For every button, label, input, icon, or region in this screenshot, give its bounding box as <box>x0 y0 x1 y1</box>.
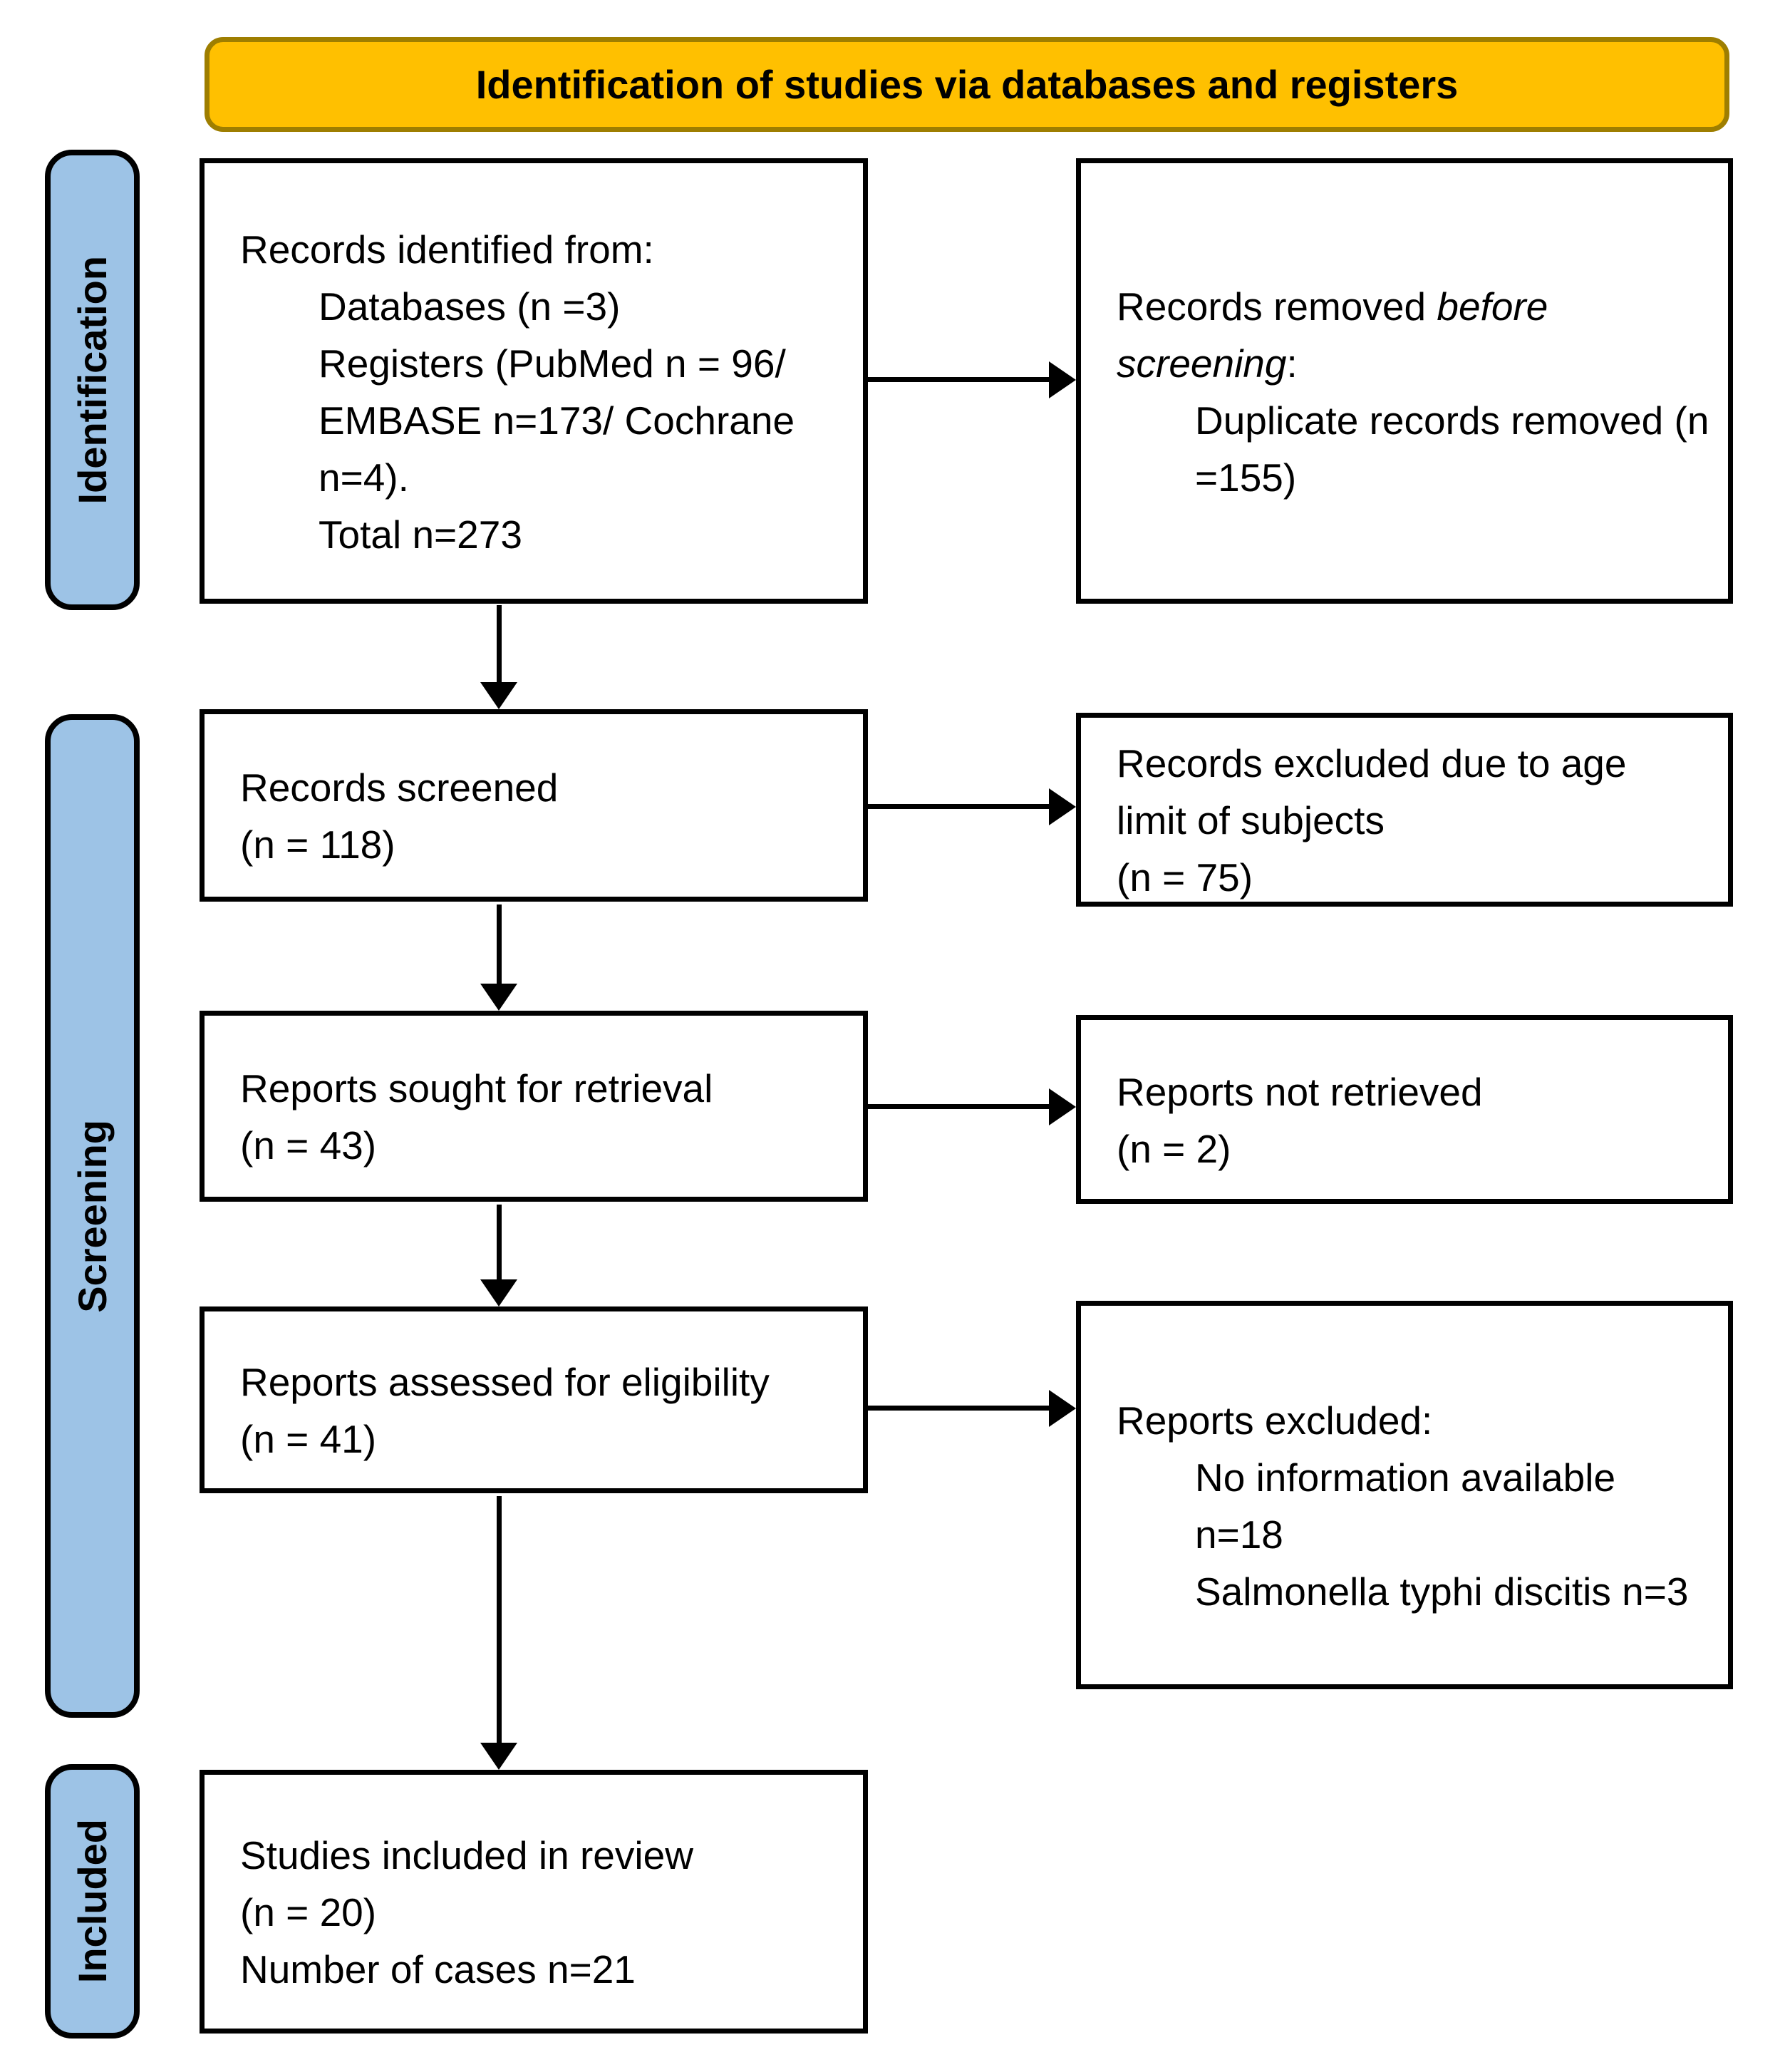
stage-label-identification-text: Identification <box>70 255 115 505</box>
stage-label-included: Included <box>45 1764 140 2039</box>
records-identified-heading: Records identified from: <box>240 227 654 272</box>
records-removed-duplicates-n: =155) <box>1195 455 1297 500</box>
records-excluded-age-n: (n = 75) <box>1117 855 1253 900</box>
records-identified-databases: Databases (n =3) <box>319 284 621 329</box>
reports-not-retrieved-n: (n = 2) <box>1117 1126 1231 1171</box>
studies-included-cases: Number of cases n=21 <box>240 1947 636 1991</box>
reports-excluded-heading: Reports excluded: <box>1117 1398 1433 1443</box>
records-removed-heading-2: screening: <box>1117 335 1711 392</box>
stage-label-identification: Identification <box>45 150 140 610</box>
stage-label-screening-text: Screening <box>70 1119 115 1313</box>
arrow-line <box>497 1496 502 1743</box>
reports-assessed-n: (n = 41) <box>240 1417 377 1461</box>
arrow-head-down-icon <box>480 984 517 1011</box>
arrow-head-down-icon <box>480 1743 517 1770</box>
box-records-screened: Records screened (n = 118) <box>200 709 868 902</box>
studies-included-text: Studies included in review <box>240 1833 693 1877</box>
records-excluded-age-text-1: Records excluded due to age <box>1117 741 1627 785</box>
arrow-head-right-icon <box>1049 361 1076 398</box>
records-removed-screening: screening <box>1117 341 1287 386</box>
records-identified-cochrane-n: n=4). <box>319 455 409 500</box>
records-removed-prefix: Records removed <box>1117 284 1437 329</box>
box-reports-sought: Reports sought for retrieval (n = 43) <box>200 1011 868 1202</box>
reports-excluded-no-info-n: n=18 <box>1195 1512 1283 1557</box>
records-identified-total: Total n=273 <box>319 512 522 557</box>
arrow-line <box>868 1104 1049 1109</box>
records-screened-n: (n = 118) <box>240 823 395 867</box>
banner: Identification of studies via databases … <box>205 37 1729 132</box>
records-removed-heading-1: Records removed before <box>1117 278 1711 335</box>
arrow-line <box>497 1205 502 1279</box>
arrow-head-down-icon <box>480 1279 517 1306</box>
box-records-identified: Records identified from: Databases (n =3… <box>200 158 868 604</box>
reports-assessed-text: Reports assessed for eligibility <box>240 1360 770 1404</box>
arrow-head-right-icon <box>1049 1390 1076 1427</box>
arrow-line <box>868 804 1049 809</box>
arrow-line <box>497 904 502 984</box>
reports-excluded-salmonella: Salmonella typhi discitis n=3 <box>1195 1569 1689 1614</box>
box-reports-assessed: Reports assessed for eligibility (n = 41… <box>200 1306 868 1493</box>
banner-title: Identification of studies via databases … <box>475 62 1459 107</box>
arrow-head-right-icon <box>1049 1088 1076 1125</box>
reports-not-retrieved-text: Reports not retrieved <box>1117 1069 1483 1114</box>
box-reports-excluded: Reports excluded: No information availab… <box>1076 1301 1733 1689</box>
records-identified-registers: Registers (PubMed n = 96/ <box>319 341 786 386</box>
arrow-line <box>497 605 502 682</box>
box-records-removed: Records removed before screening: Duplic… <box>1076 158 1733 604</box>
stage-label-included-text: Included <box>70 1819 115 1984</box>
records-excluded-age-text-2: limit of subjects <box>1117 798 1385 842</box>
records-removed-colon: : <box>1286 341 1298 386</box>
box-reports-not-retrieved: Reports not retrieved (n = 2) <box>1076 1015 1733 1204</box>
arrow-head-down-icon <box>480 682 517 709</box>
studies-included-n: (n = 20) <box>240 1890 377 1934</box>
records-removed-before: before <box>1437 284 1548 329</box>
records-screened-text: Records screened <box>240 766 559 810</box>
reports-sought-n: (n = 43) <box>240 1123 377 1168</box>
reports-sought-text: Reports sought for retrieval <box>240 1066 713 1110</box>
records-removed-duplicates: Duplicate records removed (n <box>1195 398 1709 443</box>
stage-label-screening: Screening <box>45 714 140 1718</box>
reports-excluded-no-info: No information available <box>1195 1455 1616 1500</box>
records-identified-embase: EMBASE n=173/ Cochrane <box>319 398 795 443</box>
arrow-line <box>868 377 1049 382</box>
box-studies-included: Studies included in review (n = 20) Numb… <box>200 1770 868 2034</box>
arrow-line <box>868 1406 1049 1411</box>
box-records-excluded-age: Records excluded due to age limit of sub… <box>1076 713 1733 907</box>
arrow-head-right-icon <box>1049 788 1076 825</box>
